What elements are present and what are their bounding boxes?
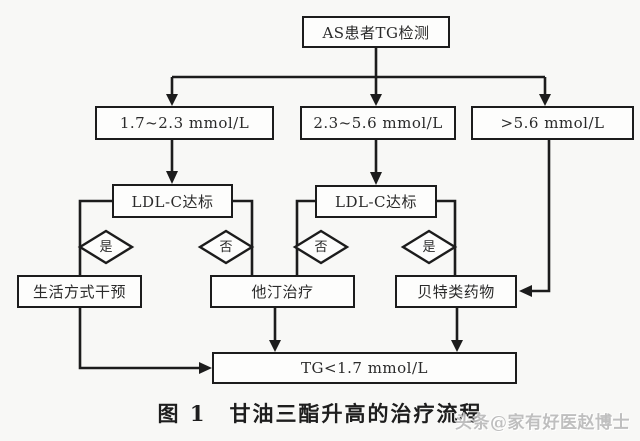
arrowhead-ldl2 <box>370 172 382 185</box>
decision-diamond-no-2 <box>292 229 350 265</box>
node-range-mid: 2.3~5.6 mmol/L <box>300 106 456 140</box>
node-start: AS患者TG检测 <box>302 16 450 48</box>
figure-caption: 图 1 甘油三酯升高的治疗流程 <box>157 401 483 426</box>
node-lifestyle: 生活方式干预 <box>17 275 142 308</box>
decision-label-no-2: 否 <box>314 240 328 255</box>
node-fibrate: 贝特类药物 <box>395 275 517 308</box>
node-ldl-check-2: LDL-C达标 <box>315 185 437 218</box>
connector-ldl1-yes <box>78 199 112 275</box>
connector-ldl1-no <box>233 199 254 275</box>
arrowhead-goal-left <box>199 362 212 374</box>
node-ldl-check-1: LDL-C达标 <box>112 184 233 218</box>
decision-label-yes-1: 是 <box>99 240 113 255</box>
arrowhead-range-low <box>166 94 178 106</box>
connector-high-to-fibrate <box>532 140 551 293</box>
decision-label-no-1: 否 <box>219 240 233 255</box>
connector-ldl2-no <box>295 199 315 275</box>
connector-ldl2-yes <box>437 199 457 275</box>
arrowhead-goal-top2 <box>451 340 463 352</box>
decision-diamond-yes-1 <box>77 229 135 265</box>
decision-diamond-yes-2 <box>400 229 458 265</box>
connector-lifestyle-to-goal <box>78 308 199 370</box>
arrowhead-range-high <box>539 94 551 106</box>
node-range-low: 1.7~2.3 mmol/L <box>95 106 274 140</box>
arrowhead-range-mid <box>370 94 382 106</box>
node-range-high: >5.6 mmol/L <box>471 106 634 140</box>
arrowhead-ldl1 <box>166 171 178 184</box>
node-statin: 他汀治疗 <box>210 275 355 308</box>
decision-label-yes-2: 是 <box>422 240 436 255</box>
node-goal: TG<1.7 mmol/L <box>212 352 517 384</box>
watermark: 头条@家有好医赵博士 <box>455 413 630 433</box>
arrowhead-goal-top1 <box>269 340 281 352</box>
arrowhead-fibrate-side <box>519 285 532 297</box>
decision-diamond-no-1 <box>197 229 255 265</box>
